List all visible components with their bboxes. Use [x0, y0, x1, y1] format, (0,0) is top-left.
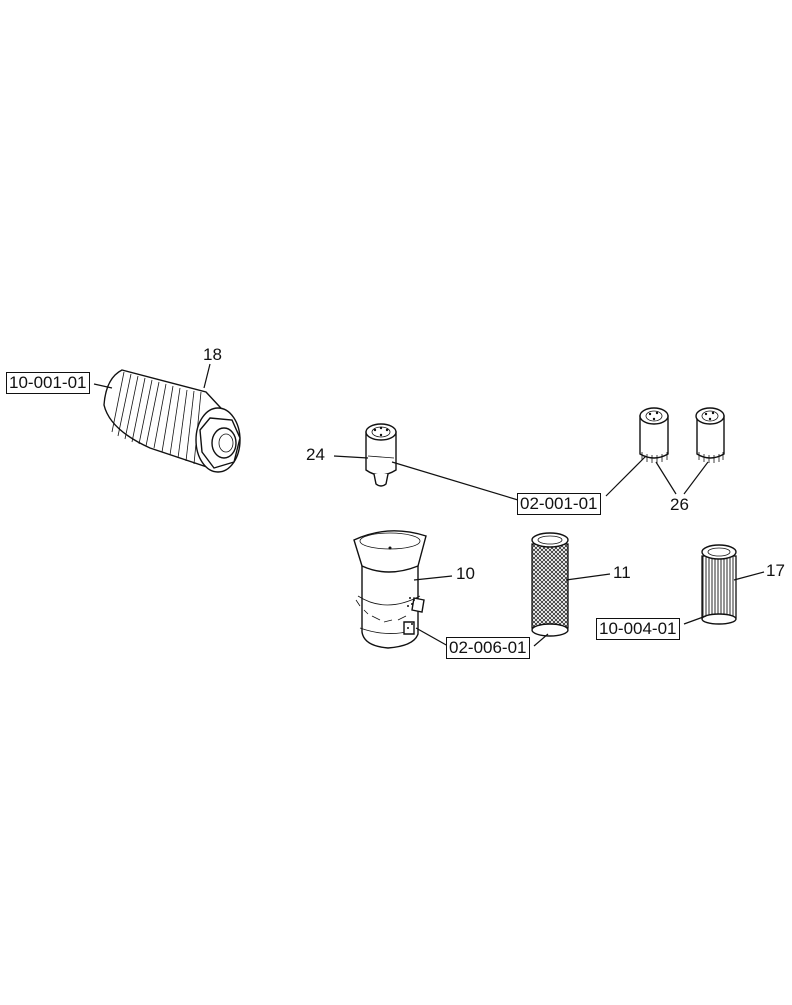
filter-24-drawing: [365, 423, 397, 487]
filter-10-drawing: [353, 530, 427, 649]
callout-11: 11: [613, 563, 631, 582]
callout-26: 26: [670, 495, 689, 514]
ref-box-10-001-01: 10-001-01: [6, 372, 90, 394]
callout-24: 24: [306, 445, 325, 464]
filter-26b-drawing: [695, 407, 725, 463]
filter-17-drawing: [701, 544, 737, 625]
ref-box-02-006-01: 02-006-01: [446, 637, 530, 659]
callout-10: 10: [456, 564, 475, 583]
ref-box-02-001-01: 02-001-01: [517, 493, 601, 515]
callout-18: 18: [203, 345, 222, 364]
filter-11-drawing: [531, 532, 569, 637]
filter-18-drawing: [103, 369, 241, 473]
filter-26a-drawing: [639, 407, 669, 463]
ref-box-10-004-01: 10-004-01: [596, 618, 680, 640]
callout-17: 17: [766, 561, 785, 580]
leader-lines: [93, 363, 765, 647]
